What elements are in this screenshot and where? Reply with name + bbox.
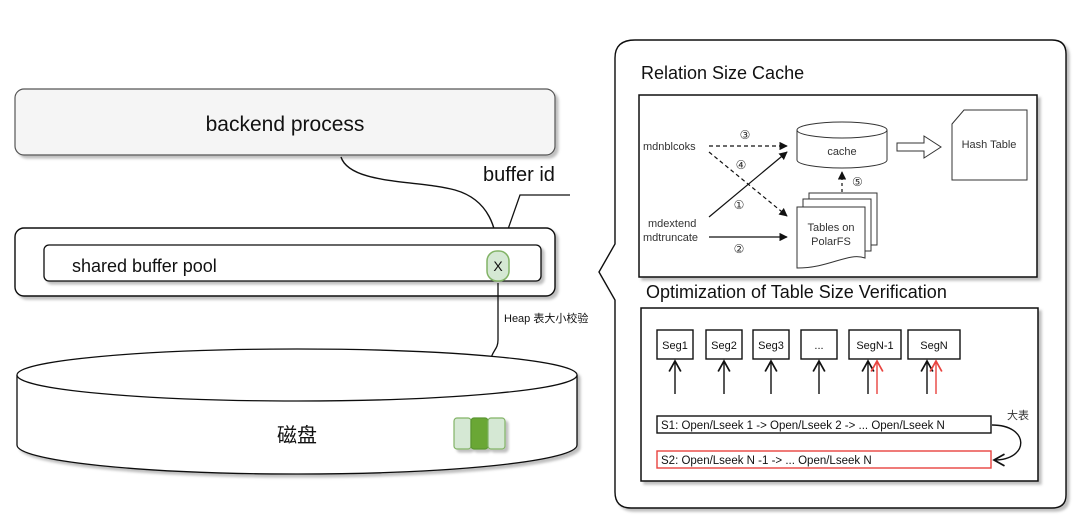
buffer-marker [486,250,510,282]
segment: ... [800,329,838,394]
s2-box [656,450,992,469]
heap-check-label: Heap 表大小校验 [504,311,588,325]
disk-cylinder [16,348,578,475]
segment-box [907,329,961,360]
step3-label: ③ [740,128,751,142]
buffer-marker-label: X [493,258,503,274]
segment-box [800,329,838,360]
backend-process-label: backend process [206,113,365,136]
cache-to-hash-arrow [896,135,942,159]
step2-label: ② [734,242,745,256]
mdextend-label: mdextend [648,218,696,230]
segment-label: Seg3 [758,340,784,352]
tables-label-line1: Tables on [807,222,854,234]
segment: SegN-1 [848,329,902,394]
rsc-title: Relation Size Cache [641,63,804,83]
s2-label: S2: Open/Lseek N -1 -> ... Open/Lseek N [661,455,872,467]
big-table-label: 大表 [1007,408,1029,422]
disk-block [453,417,472,450]
disk-label: 磁盘 [277,424,317,447]
big-table-arrow [991,424,1022,467]
tables-on-polarfs-stack [796,192,878,269]
step4-label: ④ [736,158,747,172]
segment: Seg3 [752,329,790,394]
segment: SegN [907,329,961,394]
disk-block [487,417,506,450]
segment-box [848,329,902,360]
mdnblocks-label: mdnblcoks [643,141,696,153]
arrow-step1 [708,151,788,218]
otsv-title: Optimization of Table Size Verification [646,282,947,302]
segment-label: SegN-1 [856,340,893,352]
disk-block-active [470,417,489,450]
s1-label: S1: Open/Lseek 1 -> Open/Lseek 2 -> ... … [661,420,945,432]
segment: Seg2 [705,329,743,394]
shared-buffer-pool-container: shared buffer pool X [14,227,556,297]
shared-buffer-pool-label: shared buffer pool [72,256,217,276]
segments-row: Seg1 Seg2 Seg3... SegN-1 SegN [656,329,961,394]
segment-box [705,329,743,360]
segment-label: Seg2 [711,340,737,352]
cache-label: cache [827,146,856,158]
mdtruncate-label: mdtruncate [643,232,698,244]
hash-table-label: Hash Table [962,139,1017,151]
segment: Seg1 [656,329,694,394]
segment-label: Seg1 [662,340,688,352]
buffer-id-label: buffer id [483,164,555,186]
segment-label: SegN [920,340,948,352]
backend-process-box: backend process [14,88,556,156]
hash-table-shape [951,109,1028,181]
s1-box [656,415,992,434]
shared-buffer-pool-box [43,244,542,282]
step1-label: ① [734,198,745,212]
tables-label-line2: PolarFS [811,236,851,248]
cache-cylinder [796,121,888,169]
disk-blocks [453,417,506,450]
segment-box [656,329,694,360]
segment-label: ... [814,340,823,352]
step5-label: ⑤ [852,175,863,189]
segment-box [752,329,790,360]
